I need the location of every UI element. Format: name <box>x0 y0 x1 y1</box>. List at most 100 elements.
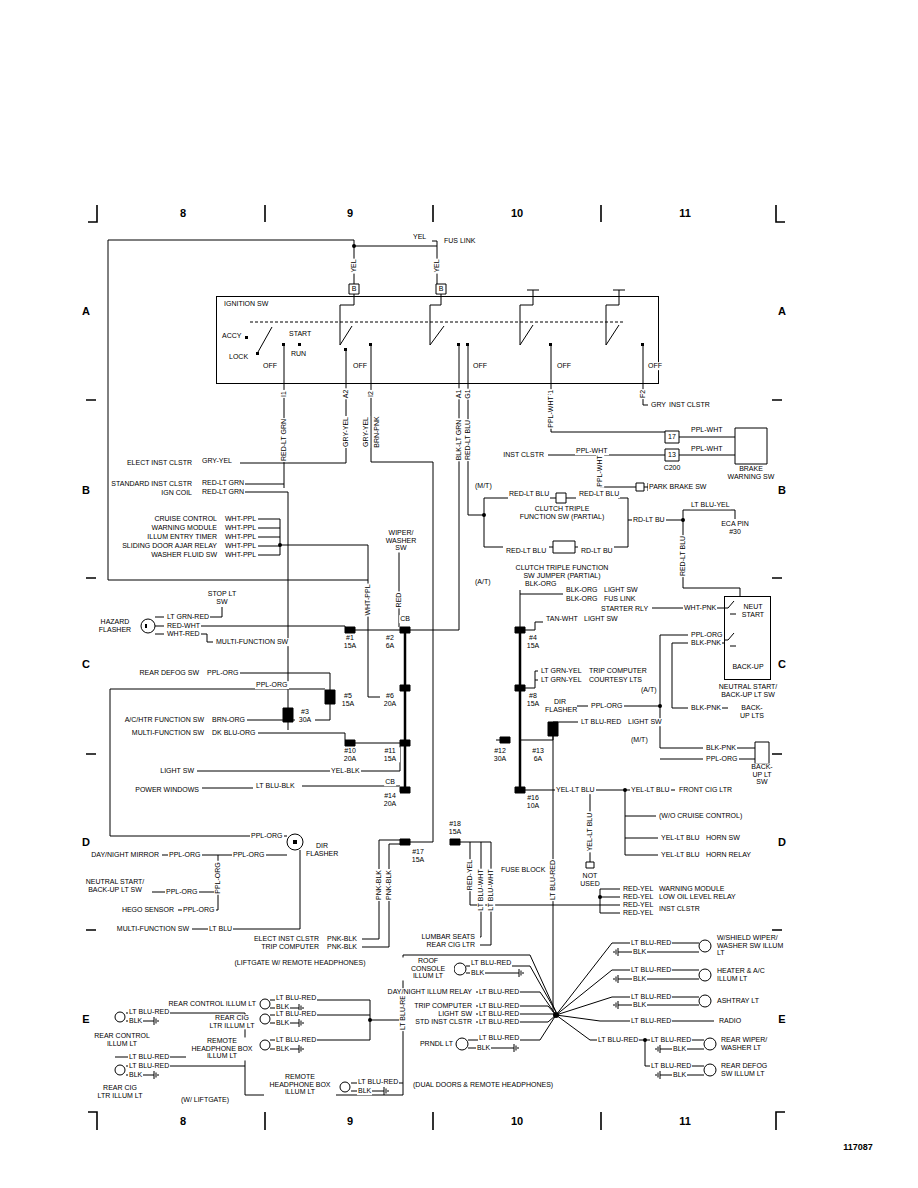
wire-label: LT BLU-RED <box>275 994 317 1002</box>
wire-label: (DUAL DOORS & REMOTE HEADPHONES) <box>412 1081 554 1089</box>
wire-label: WASHER FLUID SW <box>150 551 218 559</box>
wire-label: OFF <box>472 362 488 370</box>
wire-label: A1 <box>455 389 463 400</box>
wire-label: TRIP COMPUTER <box>413 1002 473 1010</box>
wire-label: LT BLU-RED <box>275 1036 317 1044</box>
wire-label: LUMBAR SEATS <box>420 933 476 941</box>
wire-label: COURTESY LTS <box>588 676 643 684</box>
wire-label: #11 15A <box>380 747 400 762</box>
grid-reference: 10 <box>510 1115 524 1127</box>
ground-symbol <box>150 1071 158 1079</box>
wire-label: B <box>438 285 445 293</box>
wire-label: LT BLU-RED <box>128 1062 170 1070</box>
component-name: NEUT START <box>738 603 768 618</box>
wire-label: YEL-LT BLU <box>555 786 596 794</box>
wire-label: STARTER RLY <box>600 605 649 613</box>
wire-label: BRN-ORG <box>211 716 246 724</box>
wire-label: REAR CONTROL ILLUM LT <box>91 1032 153 1047</box>
grid-reference: B <box>777 484 787 496</box>
neutral-start-switch: NEUT STARTBACK-UPNEUTRAL START/ BACK-UP … <box>724 596 771 680</box>
wire-label: REAR DEFOG SW <box>138 669 200 677</box>
wire-label: PPL-WHT <box>690 426 724 434</box>
wire-label: (A/T) <box>474 578 492 586</box>
wire-label: LT BLU-WHT <box>487 868 495 911</box>
wire-label: RD-LT BU <box>580 547 614 555</box>
ground-symbols <box>150 483 664 1095</box>
wire-label: G1 <box>464 388 472 399</box>
wire-label: NEUTRAL START/ BACK-UP LT SW <box>79 878 151 893</box>
wire-label: REMOTE HEADPHONE BOX ILLUM LT <box>264 1073 336 1096</box>
wire-label: REAR CIG LTR ILLUM LT <box>207 1014 257 1029</box>
frame-marks <box>86 205 785 1130</box>
grid-reference: D <box>81 836 91 848</box>
wire-label: CB <box>384 778 396 786</box>
wire-label: LT GRN-YEL <box>540 676 583 684</box>
grid-reference: C <box>81 658 91 670</box>
wire-label: (M/T) <box>630 736 649 744</box>
wire-label: FUS LINK <box>443 237 477 245</box>
wire-label: YEL-LT BLU <box>660 851 701 859</box>
wire-label: CLUTCH TRIPLE FUNCTION SW (PARTIAL) <box>516 505 608 520</box>
wire-label: ECA PIN #30 <box>719 520 751 535</box>
wire-label: PRNDL LT <box>419 1040 454 1048</box>
wire-label: YEL <box>433 258 441 273</box>
wire-label: YEL-LT BLU <box>630 786 671 794</box>
wire-label: PPL-ORG <box>232 851 266 859</box>
wire-label: LT BLU-WHT <box>477 868 485 911</box>
wire-label: BLK <box>632 948 647 956</box>
wire-label: LT GRN-YEL <box>540 667 583 675</box>
wire-label: LT BLU-RED <box>357 1078 399 1086</box>
grid-reference: A <box>777 305 787 317</box>
bus-bars <box>405 633 520 787</box>
wire-label: YEL <box>412 233 427 241</box>
wire-label: RED-YEL <box>466 859 474 891</box>
component-label: BACK-UP <box>730 663 766 671</box>
wire-label: BLK-LT GRN <box>455 419 463 462</box>
wire-label: PARK BRAKE SW <box>648 483 707 491</box>
wire-label: #17 15A <box>408 848 428 863</box>
wire-label: START <box>288 330 312 338</box>
wire-label: RADIO <box>718 1017 742 1025</box>
wire-label: PNK-BLK <box>375 869 383 901</box>
wire-label: PPL-ORG <box>165 888 199 896</box>
wire-label: RUN <box>290 350 307 358</box>
wire-label: RED-YEL <box>622 909 654 917</box>
grid-reference: C <box>777 658 787 670</box>
wire-label: OFF <box>262 362 278 370</box>
grid-reference: E <box>777 1013 786 1025</box>
wire-label: DAY/NIGHT ILLUM RELAY <box>387 988 473 996</box>
wire-label: WHT-PPL <box>364 583 372 616</box>
wire-label: LT BLU-YEL <box>690 501 731 509</box>
wire-label: PPL-ORG <box>250 832 284 840</box>
wire-label: #2 6A <box>380 634 400 649</box>
wire-label: F2 <box>639 389 647 399</box>
wire-label: RED-LT BLU <box>505 547 547 555</box>
grid-reference: 117087 <box>842 1143 874 1153</box>
wire-label: POWER WINDOWS <box>134 786 200 794</box>
wire-label: LT BLU-RED <box>478 1034 520 1042</box>
wire-label: INST CLSTR <box>658 905 701 913</box>
wire-label: BLK-PNK <box>690 704 722 712</box>
wire-label: PPL-ORG <box>168 851 202 859</box>
grid-reference: 10 <box>510 207 524 219</box>
wire-label: SLIDING DOOR AJAR RELAY <box>121 542 218 550</box>
wire-label: WARNING MODULE <box>658 885 725 893</box>
wire-label: LOW OIL LEVEL RELAY <box>658 893 737 901</box>
lamps-and-flashers <box>115 619 716 1092</box>
wire-label: ASHTRAY LT <box>716 997 760 1005</box>
wire-label: REAR CIG LTR ILLUM LT <box>95 1084 145 1099</box>
wire-label: W/SHIELD WIPER/ WASHER SW ILLUM LT <box>716 934 793 957</box>
wire-label: (W/O CRUISE CONTROL) <box>658 812 743 820</box>
wire-label: NOT USED <box>576 872 604 887</box>
wire-label: STD INST CLSTR <box>414 1018 473 1026</box>
wire-label: LT BLU-RED <box>650 1036 692 1044</box>
wire-label: YEL-LT BLU <box>586 812 594 853</box>
wire-label: BLK <box>357 1087 372 1095</box>
wire-label: #4 15A <box>523 634 543 649</box>
wire-label: BLK <box>275 1019 290 1027</box>
wire-label: PPL-ORG <box>690 631 724 639</box>
wire-label: RED-LT BLU <box>578 490 620 498</box>
wire-label: A2 <box>342 389 350 400</box>
wire-label: MULTI-FUNCTION SW <box>131 729 205 737</box>
wire-label: PNK-BLK <box>326 935 358 943</box>
